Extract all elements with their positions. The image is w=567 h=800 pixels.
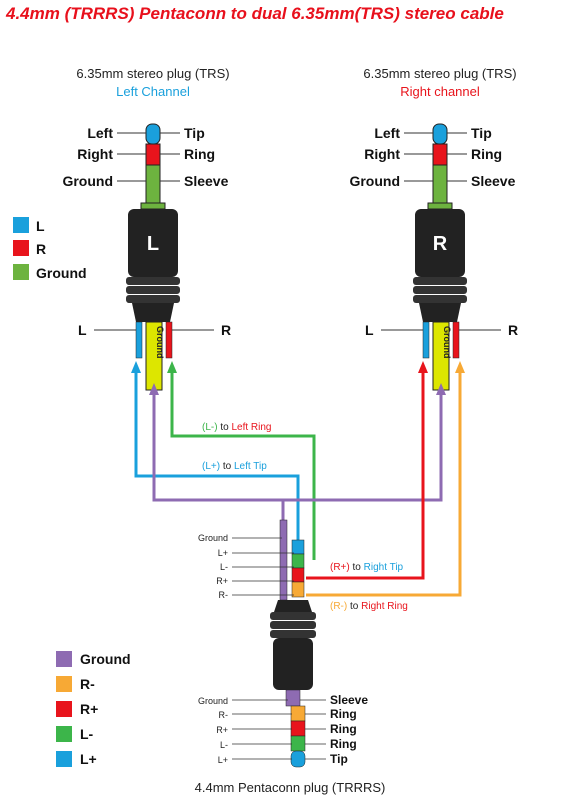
pwire-r-minus: R-: [219, 590, 229, 600]
wire-r-plus: [306, 370, 425, 580]
wire-ground-right: [283, 392, 443, 502]
conn-label-l-plus: (L+) to Left Tip: [202, 461, 267, 472]
pentaconn-plug: [270, 519, 316, 768]
left-channel-label: Left Channel: [116, 84, 190, 99]
right-plug-sleeve: [432, 164, 448, 204]
diagram-title: 4.4mm (TRRRS) Pentaconn to dual 6.35mm(T…: [6, 4, 504, 23]
legend-bottom-label-l-plus: L+: [80, 751, 97, 767]
left-plug-letter: L: [147, 233, 159, 255]
right-plug-r-wire: [452, 321, 460, 359]
right-contact-tip: Tip: [471, 125, 492, 141]
left-plug-body: [128, 209, 178, 277]
legend-bottom-label-r-minus: R-: [80, 676, 95, 692]
pwire-l-plus: L+: [218, 548, 228, 558]
conn-label-l-minus: (L-) to Left Ring: [202, 422, 272, 433]
left-plug-tip: [145, 123, 161, 145]
ppin-right-ring-1: Ring: [330, 707, 357, 721]
right-label-ground: Ground: [349, 173, 400, 189]
pwire-r-plus: R+: [216, 576, 228, 586]
left-contact-sleeve: Sleeve: [184, 173, 229, 189]
right-plug-l-wire: [422, 321, 430, 359]
wire-l-plus: [134, 370, 300, 543]
wire-r-minus: [306, 370, 462, 597]
right-contact-ring: Ring: [471, 146, 502, 162]
legend-top: L R Ground: [13, 217, 87, 281]
ppin-left-l-minus: L-: [220, 740, 228, 750]
legend-top-label-ground: Ground: [36, 265, 87, 281]
right-trs-plug: R Ground: [413, 123, 467, 391]
right-plug-body: [415, 209, 465, 277]
legend-bottom-swatch-r-minus: [56, 676, 72, 692]
left-plug-sleeve: [145, 164, 161, 204]
legend-top-label-r: R: [36, 241, 46, 257]
connection-wires: [134, 370, 462, 597]
wire-l-minus: [170, 370, 316, 560]
pentaconn-wire-labels: Ground L+ L- R+ R-: [198, 533, 294, 600]
legend-top-swatch-l: [13, 217, 29, 233]
right-plug-ring: [432, 143, 448, 166]
legend-bottom-swatch-l-minus: [56, 726, 72, 742]
conn-label-r-minus: (R-) to Right Ring: [330, 601, 408, 612]
right-label-right: Right: [364, 146, 400, 162]
left-plug-l-wire: [135, 321, 143, 359]
right-contact-sleeve: Sleeve: [471, 173, 516, 189]
right-ground-strip-label: Ground: [442, 326, 452, 359]
legend-top-swatch-r: [13, 240, 29, 256]
conn-label-r-plus: (R+) to Right Tip: [330, 562, 404, 573]
ppin-left-l-plus: L+: [218, 755, 228, 765]
right-channel-label: Right channel: [400, 84, 480, 99]
left-ground-strip-label: Ground: [155, 326, 165, 359]
pwire-l-minus: L-: [220, 562, 228, 572]
wire-ground-left: [152, 392, 285, 537]
right-label-left: Left: [374, 125, 400, 141]
left-plug-header: 6.35mm stereo plug (TRS): [76, 66, 229, 81]
left-wire-l-label: L: [78, 322, 87, 338]
ppin-right-sleeve: Sleeve: [330, 693, 368, 707]
right-wire-r-label: R: [508, 322, 518, 338]
left-label-left: Left: [87, 125, 113, 141]
right-wire-l-label: L: [365, 322, 374, 338]
left-plug-r-wire: [165, 321, 173, 359]
left-contact-tip: Tip: [184, 125, 205, 141]
legend-top-swatch-ground: [13, 264, 29, 280]
left-label-right: Right: [77, 146, 113, 162]
legend-bottom-swatch-l-plus: [56, 751, 72, 767]
ppin-right-tip: Tip: [330, 752, 348, 766]
left-wire-r-label: R: [221, 322, 231, 338]
legend-bottom-label-l-minus: L-: [80, 726, 94, 742]
legend-bottom-label-ground: Ground: [80, 651, 131, 667]
left-plug-ring: [145, 143, 161, 166]
legend-bottom-swatch-ground: [56, 651, 72, 667]
ppin-right-ring-3: Ring: [330, 737, 357, 751]
right-plug-letter: R: [433, 233, 448, 255]
ppin-left-r-minus: R-: [219, 710, 229, 720]
pwire-ground: Ground: [198, 533, 228, 543]
legend-bottom-label-r-plus: R+: [80, 701, 98, 717]
footer-caption: 4.4mm Pentaconn plug (TRRRS): [195, 780, 386, 795]
ppin-left-r-plus: R+: [216, 725, 228, 735]
left-trs-plug: L Ground: [126, 123, 180, 391]
left-label-ground: Ground: [62, 173, 113, 189]
ppin-left-ground: Ground: [198, 696, 228, 706]
ppin-right-ring-2: Ring: [330, 722, 357, 736]
right-plug-header: 6.35mm stereo plug (TRS): [363, 66, 516, 81]
left-contact-ring: Ring: [184, 146, 215, 162]
pentaconn-pin-labels: Ground R- R+ L- L+ Sleeve Ring Ring Ring…: [198, 693, 368, 766]
legend-top-label-l: L: [36, 218, 45, 234]
pentaconn-body: [273, 638, 313, 690]
legend-bottom: Ground R- R+ L- L+: [56, 651, 131, 767]
right-plug-tip: [432, 123, 448, 145]
legend-bottom-swatch-r-plus: [56, 701, 72, 717]
